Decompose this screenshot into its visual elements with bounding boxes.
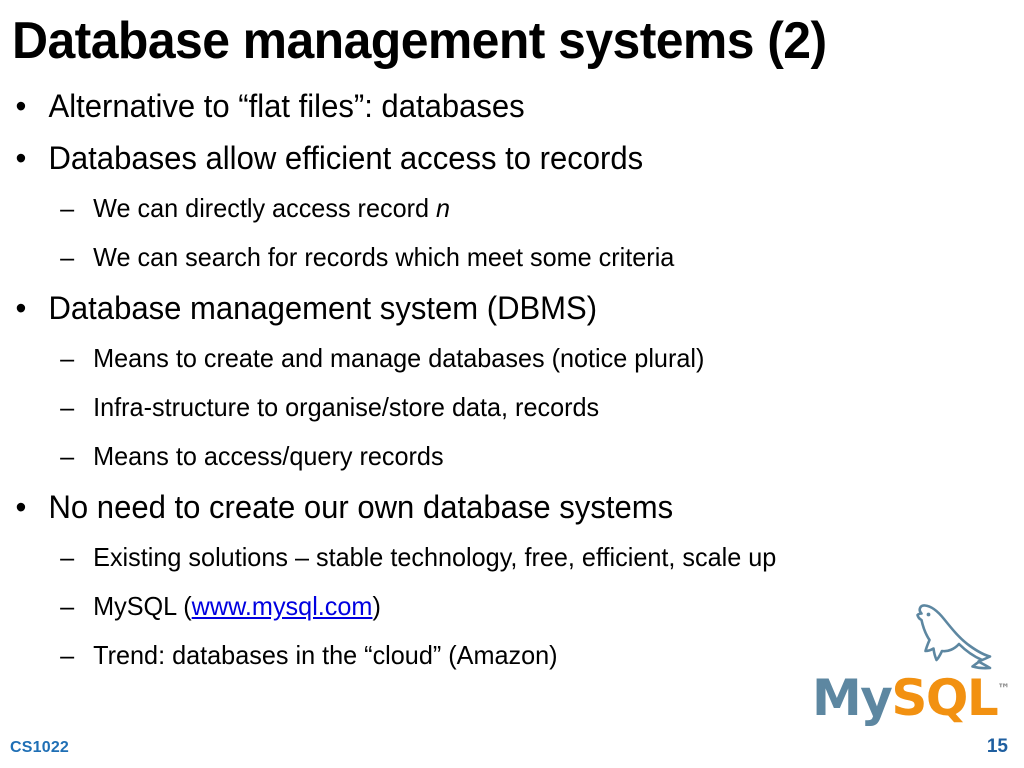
list-item-text: MySQL ( [93, 591, 192, 621]
list-item: – MySQL (www.mysql.com) [0, 582, 993, 631]
bullet-marker: • [15, 88, 27, 124]
list-item-text: No need to create our own database syste… [48, 489, 674, 525]
mysql-wordmark-sql: SQL [891, 669, 998, 727]
dash-marker: – [60, 441, 75, 471]
mysql-website-link[interactable]: www.mysql.com [191, 591, 373, 621]
bullet-list: • Alternative to “flat files”: databases… [0, 80, 1024, 680]
list-item: – Means to access/query records [0, 432, 993, 481]
list-item: – Trend: databases in the “cloud” (Amazo… [0, 631, 993, 680]
list-item-text: Databases allow efficient access to reco… [48, 140, 644, 176]
mysql-logo: MySQL™ [812, 598, 1012, 724]
trademark-symbol: ™ [997, 682, 1011, 697]
list-item: • Databases allow efficient access to re… [0, 132, 993, 184]
dash-marker: – [60, 193, 75, 223]
dash-marker: – [60, 591, 75, 621]
dash-marker: – [60, 542, 75, 572]
list-item-text: We can search for records which meet som… [93, 242, 675, 272]
mysql-wordmark-my: My [812, 669, 893, 727]
list-item-text: Database management system (DBMS) [48, 290, 598, 326]
mysql-wordmark: MySQL™ [812, 664, 1011, 724]
list-item-text: ) [372, 591, 381, 621]
dash-marker: – [60, 640, 75, 670]
list-item: – Existing solutions – stable technology… [0, 533, 993, 582]
list-item-text: Existing solutions – stable technology, … [93, 542, 777, 572]
footer-course-code: CS1022 [10, 739, 70, 756]
list-item: – Means to create and manage databases (… [0, 334, 993, 383]
footer-page-number: 15 [986, 736, 1008, 757]
dash-marker: – [60, 242, 75, 272]
list-item-text: Alternative to “flat files”: databases [48, 88, 525, 124]
list-item-text: Infra-structure to organise/store data, … [93, 392, 600, 422]
dolphin-icon [898, 598, 1002, 676]
list-item-text: Trend: databases in the “cloud” (Amazon) [93, 640, 558, 670]
bullet-marker: • [15, 140, 27, 176]
dash-marker: – [60, 343, 75, 373]
list-item-text: Means to access/query records [93, 441, 444, 471]
list-item: – Infra-structure to organise/store data… [0, 383, 993, 432]
list-item-text: We can directly access record [93, 193, 437, 223]
list-item: – We can directly access record n [0, 184, 993, 233]
list-item-text: Means to create and manage databases (no… [93, 343, 705, 373]
list-item: • No need to create our own database sys… [0, 481, 993, 533]
dash-marker: – [60, 392, 75, 422]
list-item: • Database management system (DBMS) [0, 282, 993, 334]
page-title: Database management systems (2) [12, 12, 827, 70]
list-item: • Alternative to “flat files”: databases [0, 80, 993, 132]
bullet-marker: • [15, 489, 27, 525]
bullet-marker: • [15, 290, 27, 326]
list-item: – We can search for records which meet s… [0, 233, 993, 282]
list-item-emphasis: n [436, 193, 451, 223]
